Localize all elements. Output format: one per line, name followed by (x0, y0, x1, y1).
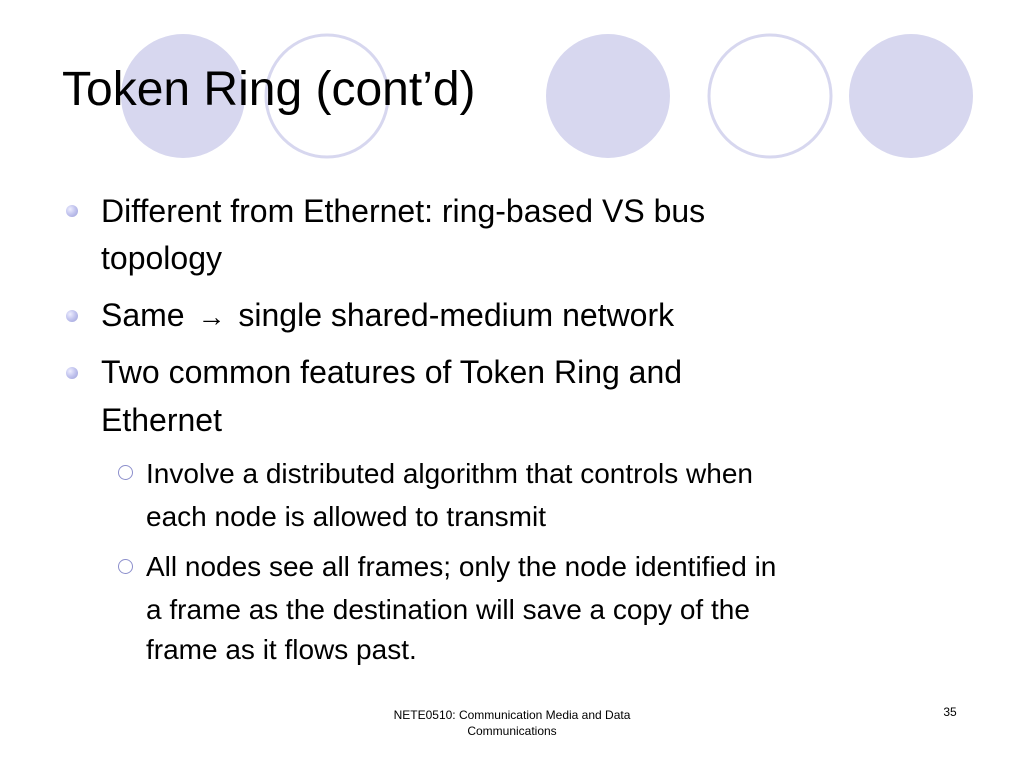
subitem-1-line-1: Involve a distributed algorithm that con… (146, 458, 753, 489)
deco-circle-outline (264, 33, 390, 159)
slide-title: Token Ring (cont’d) (62, 63, 476, 116)
page-number: 35 (943, 705, 957, 719)
subitem-2-line-3: frame as it flows past. (146, 634, 417, 665)
bullet-icon (66, 310, 78, 322)
deco-circle-outline (707, 33, 833, 159)
bullet-2-after: single shared-medium network (238, 297, 675, 333)
slide-footer: NETE0510: Communication Media and Data C… (352, 707, 672, 739)
sub-bullet-circle-icon (118, 559, 133, 574)
subitem-2-line-2: a frame as the destination will save a c… (146, 594, 750, 625)
footer-line-1: NETE0510: Communication Media and Data (393, 708, 631, 722)
footer-line-2: Communications (467, 724, 557, 738)
subitem-2-line-1: All nodes see all frames; only the node … (146, 551, 777, 582)
sub-bullet-circle-icon (118, 465, 133, 480)
bullet-1-line-1: Different from Ethernet: ring-based VS b… (101, 193, 706, 229)
subitem-1-line-2: each node is allowed to transmit (146, 501, 546, 532)
bullet-2-before: Same (101, 297, 185, 333)
deco-circle-filled (546, 34, 670, 158)
bullet-3-line-1: Two common features of Token Ring and (101, 354, 683, 390)
bullet-icon (66, 205, 78, 217)
decorative-circles (121, 33, 973, 159)
deco-circle-filled (121, 34, 245, 158)
bullet-icon (66, 367, 78, 379)
right-arrow-icon: → (197, 301, 226, 332)
bullet-2: Same → single shared-medium network (101, 293, 921, 339)
bullet-1-line-2: topology (101, 240, 222, 276)
deco-circle-filled (849, 34, 973, 158)
bullet-3-line-2: Ethernet (101, 402, 222, 438)
